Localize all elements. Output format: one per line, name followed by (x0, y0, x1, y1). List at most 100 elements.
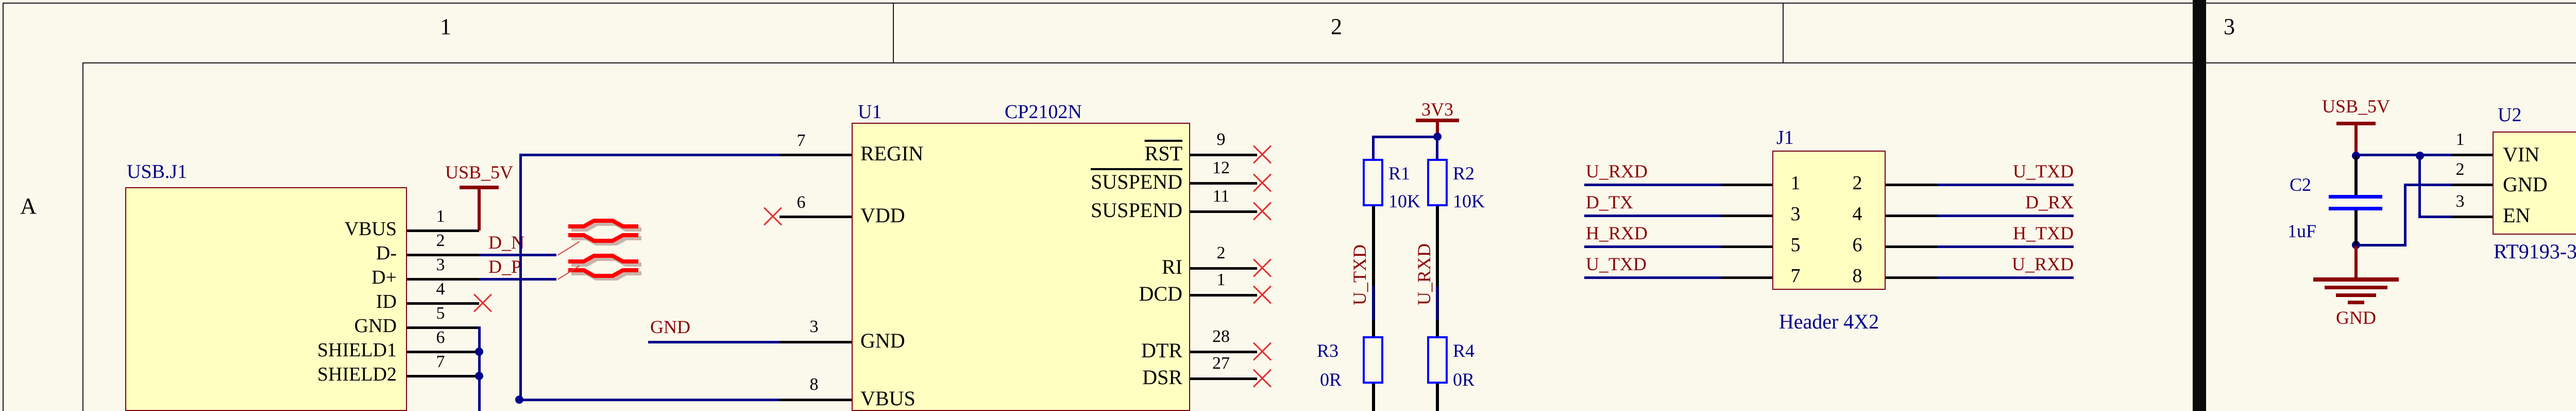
diff-pair-icon[interactable] (564, 216, 641, 245)
j1-pin1-wire[interactable] (1721, 184, 1772, 186)
j1-pin3-wire[interactable] (1721, 215, 1772, 217)
no-connect-icon[interactable] (1251, 143, 1274, 166)
net-label[interactable]: U_TXD (1586, 254, 1647, 274)
resistor-r2[interactable] (1427, 159, 1448, 206)
net-label[interactable]: D_RX (2025, 192, 2074, 212)
u1-pin2-wire[interactable] (1190, 267, 1257, 270)
usb5v-power-stub[interactable] (478, 188, 481, 231)
resistor-r3[interactable] (1363, 336, 1383, 384)
j1-pin8-wire[interactable] (1886, 276, 1937, 279)
j1-pin5-wire[interactable] (1721, 245, 1772, 248)
wire-r4-bot[interactable] (1436, 384, 1439, 411)
wire-urxd-seg[interactable] (1436, 286, 1438, 320)
wire-j1-l3[interactable] (1584, 215, 1721, 217)
pullup-3v3-label[interactable]: 3V3 (1421, 99, 1453, 120)
wire-vin[interactable] (2354, 154, 2452, 156)
usb-pin6-wire[interactable] (407, 351, 479, 353)
r3-value[interactable]: 0R (1320, 369, 1342, 390)
no-connect-icon[interactable] (1251, 257, 1274, 280)
usb5v-power-bar[interactable] (460, 186, 499, 189)
capacitor-c2-plate[interactable] (2329, 207, 2382, 210)
u1-pin11-wire[interactable] (1190, 210, 1257, 213)
net-label-gnd[interactable]: GND (650, 317, 690, 337)
u2-pin3-wire[interactable] (2451, 216, 2493, 218)
usb-pin5-wire[interactable] (407, 326, 479, 329)
gnd1-label[interactable]: GND (2336, 307, 2376, 328)
wire-dn[interactable] (479, 254, 556, 256)
gnd1-stub[interactable] (2354, 246, 2358, 277)
u2-designator[interactable]: U2 (2498, 104, 2522, 126)
wire-utxd-seg[interactable] (1372, 286, 1375, 320)
net-label[interactable]: H_TXD (2013, 223, 2074, 243)
capacitor-c2-plate[interactable] (2329, 195, 2382, 199)
j1-pin7-wire[interactable] (1721, 276, 1772, 279)
no-connect-icon[interactable] (1251, 284, 1274, 306)
r2-value[interactable]: 10K (1453, 191, 1485, 211)
u1-body[interactable] (852, 123, 1190, 411)
wire-j1-r6[interactable] (1937, 245, 2074, 248)
no-connect-icon[interactable] (1251, 340, 1274, 363)
wire-vbus-rail[interactable] (519, 154, 522, 402)
wire-j1-l1[interactable] (1584, 184, 1721, 186)
no-connect-icon[interactable] (1251, 172, 1274, 194)
diff-pair-icon[interactable] (564, 251, 641, 281)
wire-j1-r8[interactable] (1937, 276, 2074, 279)
pullup-3v3-stub[interactable] (1436, 121, 1439, 137)
wire-pullup-top[interactable] (1372, 136, 1437, 138)
u2-part-number[interactable]: RT9193-33PB (2494, 240, 2576, 263)
wire-r2-top[interactable] (1436, 138, 1438, 159)
j1-pin2-wire[interactable] (1886, 184, 1937, 186)
net-label[interactable]: U_RXD (1586, 161, 1648, 182)
u1-part-number[interactable]: CP2102N (1005, 101, 1082, 123)
u1-pin28-wire[interactable] (1190, 351, 1257, 353)
usb-pin7-wire[interactable] (407, 375, 479, 377)
u1-designator[interactable]: U1 (858, 101, 882, 123)
wire-r1-r3[interactable] (1372, 206, 1375, 336)
net-label[interactable]: H_RXD (1586, 223, 1648, 243)
net-label-dp[interactable]: D_P (488, 256, 522, 277)
wire-usb-gnd-rail[interactable] (478, 326, 481, 411)
r2-designator[interactable]: R2 (1453, 163, 1475, 184)
u1-pin1-wire[interactable] (1190, 294, 1257, 297)
net-label[interactable]: D_TX (1586, 192, 1633, 212)
j1-body[interactable] (1772, 151, 1886, 290)
net-label[interactable]: U_TXD (2013, 161, 2074, 182)
r1-designator[interactable]: R1 (1388, 163, 1411, 184)
r4-value[interactable]: 0R (1453, 369, 1475, 390)
r1-value[interactable]: 10K (1388, 191, 1420, 211)
wire-en[interactable] (2418, 216, 2451, 218)
j1-pin4-wire[interactable] (1886, 215, 1937, 217)
u1-pin6-wire[interactable] (779, 216, 852, 218)
no-connect-icon[interactable] (471, 292, 494, 315)
wire-u2gnd-v[interactable] (2404, 184, 2406, 246)
usb-pin4-wire[interactable] (407, 302, 479, 305)
wire-r2-r4[interactable] (1436, 206, 1439, 336)
wire-u1-gnd[interactable] (648, 341, 779, 343)
wire-j1-r2[interactable] (1937, 184, 2074, 186)
usb-pin3-wire[interactable] (407, 278, 479, 281)
usb-pin1-wire[interactable] (407, 229, 479, 232)
wire-regin[interactable] (519, 154, 779, 156)
net-label[interactable]: U_RXD (2011, 254, 2074, 274)
usb-pin2-wire[interactable] (407, 254, 479, 256)
c2-lead-top[interactable] (2354, 156, 2358, 195)
wire-j1-r4[interactable] (1937, 215, 2074, 217)
u2-pin1-wire[interactable] (2451, 154, 2493, 156)
reg-usb5v-bar[interactable] (2336, 122, 2376, 125)
wire-r3-bot[interactable] (1372, 384, 1375, 411)
reg-usb5v-stub[interactable] (2354, 124, 2358, 155)
wire-j1-l5[interactable] (1584, 245, 1721, 248)
net-label-utxd-vert[interactable]: U_TXD (1349, 244, 1370, 305)
reg-usb5v-label[interactable]: USB_5V (2321, 96, 2391, 117)
net-label-urxd-vert[interactable]: U_RXD (1414, 243, 1434, 305)
wire-vbus[interactable] (519, 399, 779, 401)
u1-pin3-wire[interactable] (779, 341, 852, 343)
net-label-dn[interactable]: D_N (488, 232, 524, 253)
usb5v-power-port-label[interactable]: USB_5V (445, 162, 514, 183)
no-connect-icon[interactable] (761, 205, 784, 228)
wire-j1-l7[interactable] (1584, 276, 1721, 279)
wire-u2gnd-h1[interactable] (2404, 184, 2451, 186)
u1-pin7-wire[interactable] (779, 154, 852, 156)
resistor-r4[interactable] (1427, 336, 1448, 384)
